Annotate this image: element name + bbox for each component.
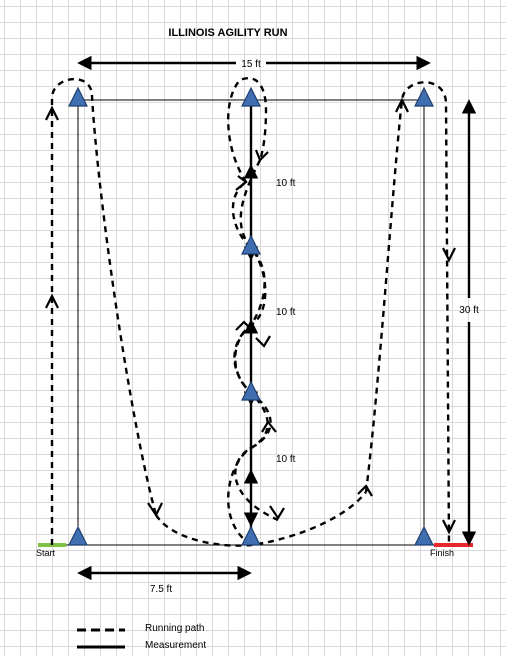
cone-center-1 — [241, 234, 261, 255]
segment-bottom-label: 10 ft — [276, 454, 296, 465]
width-label: 15 ft — [241, 59, 261, 70]
path-arrow-diag-left — [147, 502, 163, 518]
path-arrow-right-2 — [442, 519, 456, 535]
path-arrow-weave-6 — [269, 505, 285, 521]
finish-label: Finish — [430, 548, 454, 558]
path-arrow-right-top — [395, 97, 409, 113]
cone-top-left — [68, 86, 88, 107]
running-path-top-loop — [226, 77, 268, 183]
path-arrow-left-2 — [45, 105, 59, 121]
running-path-weave-up — [227, 181, 269, 546]
cone-top-center — [241, 86, 261, 107]
path-arrow-weave-3 — [255, 335, 271, 348]
legend-running-path-label: Running path — [145, 623, 205, 634]
cone-start — [68, 525, 88, 546]
running-path-left — [50, 78, 158, 545]
cone-center-2 — [241, 380, 261, 401]
running-path-right — [364, 81, 451, 546]
path-arrow-weave-4 — [235, 320, 253, 331]
path-arrow-diag-right — [357, 484, 373, 497]
path-arrow-right-1 — [442, 247, 456, 263]
cone-finish — [414, 525, 434, 546]
legend-measurement-label: Measurement — [145, 640, 206, 651]
cone-top-right — [414, 86, 434, 107]
half-width-label: 7.5 ft — [150, 584, 172, 595]
cone-bottom-center — [241, 525, 261, 546]
running-path-weave-down — [233, 159, 279, 522]
path-arrow-weave-5 — [261, 420, 277, 433]
path-arrow-weave-2 — [235, 175, 248, 191]
path-arrow-left-1 — [45, 293, 59, 309]
length-label: 30 ft — [459, 305, 479, 316]
running-path-bottom — [154, 491, 367, 547]
start-label: Start — [36, 548, 56, 558]
path-arrow-weave-1 — [254, 149, 269, 162]
segment-middle-label: 10 ft — [276, 307, 296, 318]
segment-top-label: 10 ft — [276, 178, 296, 189]
diagram-title: ILLINOIS AGILITY RUN — [168, 27, 287, 39]
